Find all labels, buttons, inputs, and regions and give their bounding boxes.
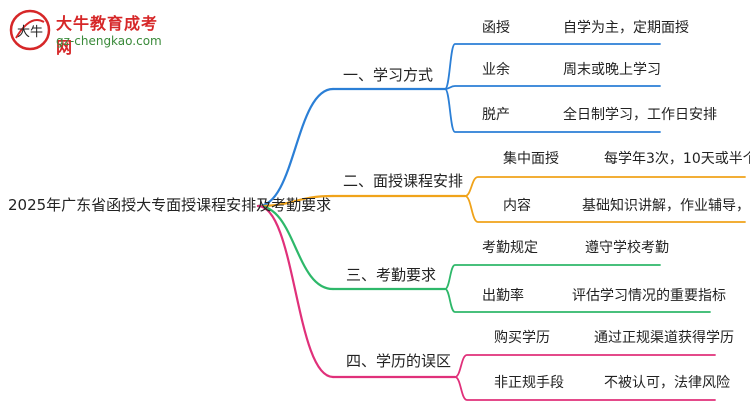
- branch-3-item-2-value: 评估学习情况的重要指标: [572, 288, 726, 304]
- branch-1-item-1-key: 函授: [482, 20, 510, 36]
- logo-url: gz-chengkao.com: [56, 34, 162, 48]
- branch-4-label: 四、学历的误区: [346, 352, 452, 370]
- branch-3-item-2-key: 出勤率: [482, 288, 524, 304]
- branch-1-item-1-value: 自学为主，定期面授: [563, 20, 689, 36]
- branch-2-leaf-1-connector: [464, 176, 746, 197]
- branch-1-leaf-3-connector: [444, 88, 661, 133]
- branch-2-item-1-key: 集中面授: [503, 151, 559, 167]
- branch-4-item-1-value: 通过正规渠道获得学历: [594, 330, 734, 346]
- root-topic: 2025年广东省函授大专面授课程安排及考勤要求: [8, 196, 332, 214]
- branch-3-leaf-2-connector: [444, 288, 711, 313]
- branch-4-connector: [256, 204, 335, 379]
- branch-2-item-2-key: 内容: [503, 198, 531, 214]
- branch-2-item-1-value: 每学年3次，10天或半个月: [604, 151, 750, 167]
- branch-3-item-1-key: 考勤规定: [482, 240, 538, 256]
- branch-1-item-3-key: 脱产: [482, 107, 510, 123]
- branch-3-leaf-1-connector: [444, 264, 661, 290]
- branch-4-item-2-value: 不被认可，法律风险: [604, 375, 730, 391]
- branch-2-connector: [256, 194, 335, 208]
- logo-title: 大牛教育成考网: [56, 14, 159, 57]
- branch-1-label: 一、学习方式: [343, 66, 434, 84]
- branch-1-item-2-value: 周末或晚上学习: [563, 62, 661, 78]
- logo-mark-icon: 大牛: [9, 9, 51, 51]
- branch-3-connector: [256, 204, 335, 291]
- site-logo: 大牛 大牛教育成考网 gz-chengkao.com: [8, 8, 168, 57]
- branch-2-item-2-value: 基础知识讲解，作业辅导，答疑: [582, 198, 750, 214]
- branch-4-leaf-1-connector: [454, 354, 716, 378]
- branch-1-leaf-2-connector: [444, 85, 661, 90]
- branch-4-leaf-2-connector: [454, 376, 716, 401]
- branch-1-connector: [256, 87, 335, 208]
- branch-2-leaf-2-connector: [464, 195, 746, 223]
- logo-mark-text: 大牛: [17, 25, 43, 40]
- branch-1-item-3-value: 全日制学习，工作日安排: [563, 107, 717, 123]
- branch-2-label: 二、面授课程安排: [343, 172, 464, 190]
- branch-4-item-2-key: 非正规手段: [494, 375, 564, 391]
- branch-4-item-1-key: 购买学历: [494, 330, 550, 346]
- branch-3-label: 三、考勤要求: [346, 266, 437, 284]
- branch-1-item-2-key: 业余: [482, 62, 510, 78]
- branch-3-item-1-value: 遵守学校考勤: [585, 240, 669, 256]
- branch-1-leaf-1-connector: [444, 43, 661, 90]
